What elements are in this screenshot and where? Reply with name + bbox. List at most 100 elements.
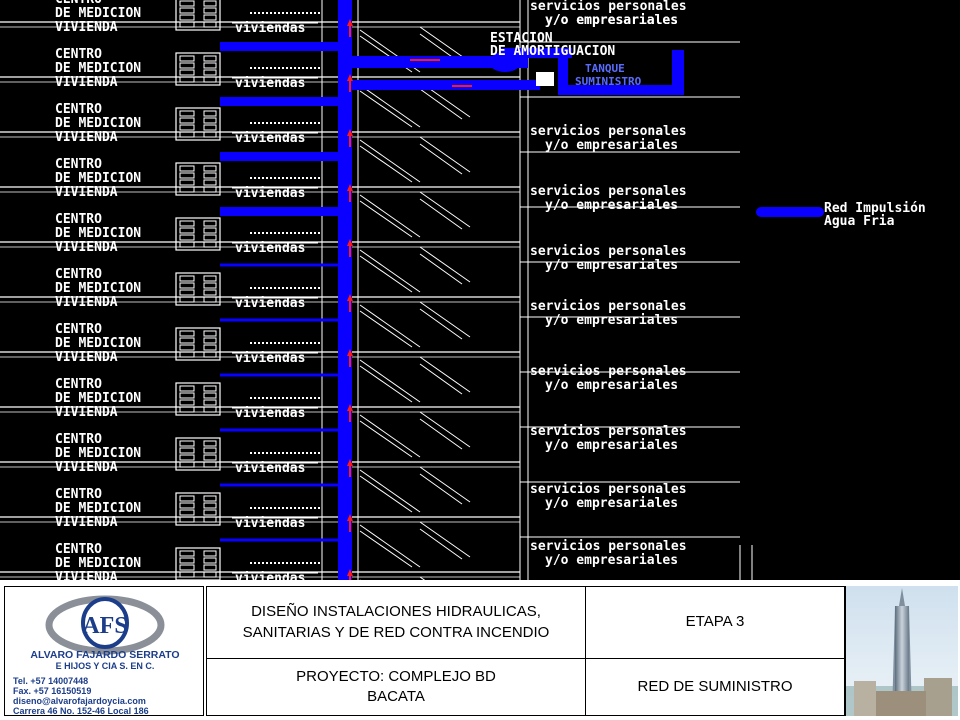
meter xyxy=(179,179,195,186)
building-rendering xyxy=(845,586,958,716)
flow-arrow-head xyxy=(347,129,353,136)
floor-label-centro: CENTRO xyxy=(55,432,102,447)
meter xyxy=(179,117,195,124)
floor-label-vivienda: VIVIENDA xyxy=(55,295,118,310)
meter xyxy=(203,165,217,172)
floor-label-medicion: DE MEDICION xyxy=(55,446,141,461)
meter-box xyxy=(175,327,221,361)
meter xyxy=(203,399,217,406)
meter xyxy=(179,7,195,14)
floor-label-medicion: DE MEDICION xyxy=(55,281,141,296)
floor-label-centro: CENTRO xyxy=(55,377,102,392)
meter xyxy=(203,495,217,502)
meter xyxy=(179,21,195,28)
meter xyxy=(179,447,195,454)
contact-tel: Tel. +57 14007448 xyxy=(13,676,89,686)
flow-arrow-head xyxy=(347,514,353,521)
meter-label-viviendas: viviendas xyxy=(235,186,305,201)
meter xyxy=(203,275,217,282)
contact-fax: Fax. +57 16150519 xyxy=(13,686,92,696)
meter xyxy=(179,406,195,413)
red-impulsion-label-2: Agua Fria xyxy=(824,214,895,229)
service-label-line-1: servicios personales xyxy=(530,184,687,199)
stair-line xyxy=(419,136,471,173)
service-label-line-1: servicios personales xyxy=(530,244,687,259)
tank-label-2: SUMINISTRO xyxy=(575,75,642,88)
meter xyxy=(179,62,195,69)
tank-pipe xyxy=(558,85,684,95)
meter xyxy=(179,186,195,193)
meter xyxy=(179,227,195,234)
floor-label-centro: CENTRO xyxy=(55,487,102,502)
floor-label-vivienda: VIVIENDA xyxy=(55,240,118,255)
company-logo-box: AFS ALVARO FAJARDO SERRATO E HIJOS Y CIA… xyxy=(4,586,204,716)
meter xyxy=(203,502,217,509)
stair-line xyxy=(359,524,421,568)
stair-line xyxy=(419,356,471,393)
meter xyxy=(203,21,217,28)
floor-label-centro: CENTRO xyxy=(55,322,102,337)
meter xyxy=(203,282,217,289)
meter xyxy=(203,509,217,516)
flow-arrow-head xyxy=(347,404,353,411)
meter-label-viviendas: viviendas xyxy=(235,461,305,476)
station-group: ESTACION DE AMORTIGUACION TANQUE SUMINIS… xyxy=(490,31,642,88)
stair-line xyxy=(359,249,421,293)
stair-line xyxy=(359,530,413,568)
stair-line xyxy=(359,475,413,513)
meter-label-viviendas: viviendas xyxy=(235,131,305,146)
meter xyxy=(203,447,217,454)
service-label-line-2: y/o empresariales xyxy=(545,258,678,273)
meter xyxy=(203,564,217,571)
floor-label-centro: CENTRO xyxy=(55,0,102,7)
meter xyxy=(179,509,195,516)
meter xyxy=(203,241,217,248)
design-title-line-1: DISEÑO INSTALACIONES HIDRAULICAS, xyxy=(251,603,541,621)
tower-illustration xyxy=(846,588,958,716)
meter xyxy=(203,7,217,14)
meter xyxy=(179,296,195,303)
floor-label-centro: CENTRO xyxy=(55,47,102,62)
meter xyxy=(179,392,195,399)
meter xyxy=(203,227,217,234)
meter xyxy=(203,179,217,186)
meter xyxy=(179,351,195,358)
meter xyxy=(179,241,195,248)
stair-line xyxy=(359,469,421,513)
flow-arrow-head xyxy=(347,74,353,81)
contact-email[interactable]: diseno@alvarofajardoycia.com xyxy=(13,696,146,706)
meter xyxy=(203,220,217,227)
service-label-line-2: y/o empresariales xyxy=(545,378,678,393)
valve xyxy=(536,72,554,86)
stair-line xyxy=(359,365,413,403)
meter xyxy=(179,502,195,509)
stair-line xyxy=(419,88,463,120)
meter xyxy=(203,110,217,117)
floor-branch xyxy=(220,207,340,216)
stair-line xyxy=(419,198,463,230)
floor-label-vivienda: VIVIENDA xyxy=(55,75,118,90)
meter xyxy=(203,351,217,358)
company-name: ALVARO FAJARDO SERRATO xyxy=(30,649,180,661)
meter xyxy=(179,516,195,523)
stair-line xyxy=(419,466,471,503)
stair-line xyxy=(419,143,463,175)
meter xyxy=(179,172,195,179)
tank-pipe xyxy=(500,48,572,58)
stair-line xyxy=(359,194,421,238)
flow-arrow-head xyxy=(347,294,353,301)
tank-label-1: TANQUE xyxy=(585,62,625,75)
stair-line xyxy=(359,200,413,238)
floor-label-medicion: DE MEDICION xyxy=(55,226,141,241)
company-subtitle: E HIJOS Y CIA S. EN C. xyxy=(55,661,155,671)
meter xyxy=(179,399,195,406)
meter xyxy=(179,14,195,21)
stair-line xyxy=(359,359,421,403)
meter xyxy=(179,234,195,241)
meter xyxy=(179,440,195,447)
stair-line xyxy=(359,255,413,293)
floor-label-vivienda: VIVIENDA xyxy=(55,185,118,200)
floor-label-centro: CENTRO xyxy=(55,212,102,227)
